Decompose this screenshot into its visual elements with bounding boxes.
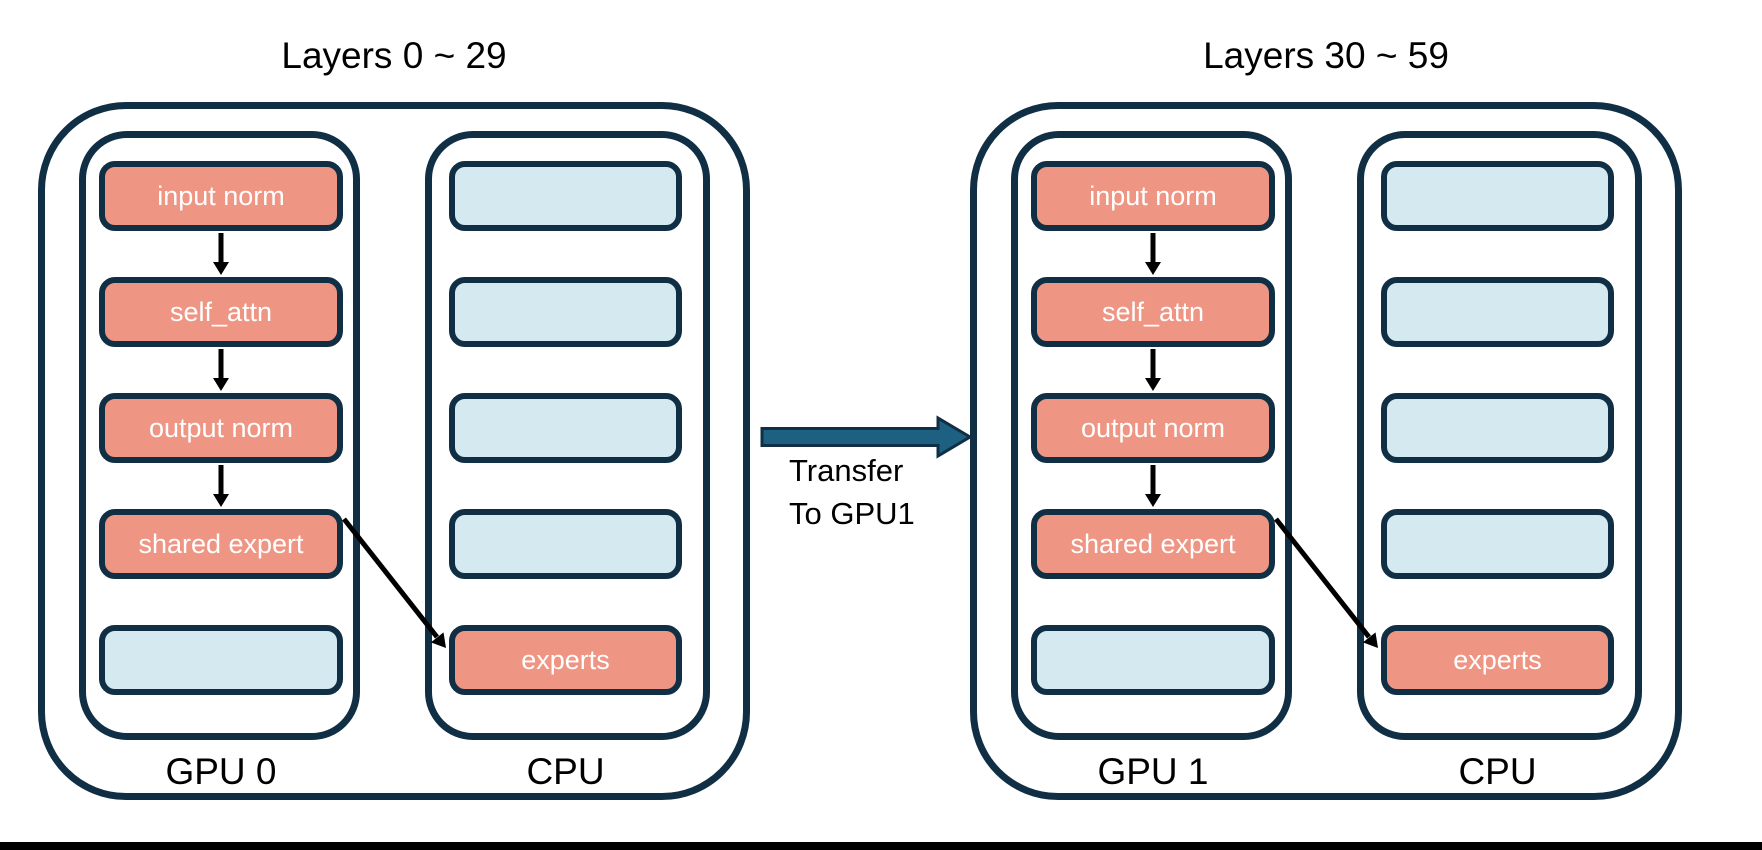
bottom-edge-bar bbox=[0, 842, 1762, 850]
transfer-label-line2: To GPU1 bbox=[789, 496, 915, 531]
cpu0-box-experts: experts bbox=[449, 625, 682, 695]
gpu0-box-input-norm: input norm bbox=[99, 161, 343, 231]
gpu0-empty-slot bbox=[99, 625, 343, 695]
cpu0-empty-slot-1 bbox=[449, 161, 682, 231]
cpu1-empty-slot-2 bbox=[1381, 277, 1614, 347]
gpu0-box-shared-expert: shared expert bbox=[99, 509, 343, 579]
group-layers-30-59: input norm self_attn output norm shared … bbox=[970, 102, 1682, 800]
gpu0-box-output-norm: output norm bbox=[99, 393, 343, 463]
label-cpu1: CPU bbox=[1458, 751, 1537, 792]
transfer-label: Transfer To GPU1 bbox=[789, 449, 915, 535]
cpu1-empty-slot-3 bbox=[1381, 393, 1614, 463]
gpu0-box-self-attn: self_attn bbox=[99, 277, 343, 347]
cpu0-empty-slot-2 bbox=[449, 277, 682, 347]
title-layers-0-29: Layers 0 ~ 29 bbox=[281, 35, 507, 76]
title-layers-30-59: Layers 30 ~ 59 bbox=[1203, 35, 1449, 76]
cpu1-box-experts: experts bbox=[1381, 625, 1614, 695]
gpu1-box-output-norm: output norm bbox=[1031, 393, 1275, 463]
gpu1-box-input-norm: input norm bbox=[1031, 161, 1275, 231]
label-gpu1: GPU 1 bbox=[1097, 751, 1209, 792]
gpu1-empty-slot bbox=[1031, 625, 1275, 695]
gpu1-box-self-attn: self_attn bbox=[1031, 277, 1275, 347]
gpu1-box-shared-expert: shared expert bbox=[1031, 509, 1275, 579]
label-gpu0: GPU 0 bbox=[165, 751, 277, 792]
group-layers-0-29: input norm self_attn output norm shared … bbox=[38, 102, 750, 800]
transfer-label-line1: Transfer bbox=[789, 453, 904, 488]
cpu0-empty-slot-4 bbox=[449, 509, 682, 579]
cpu1-empty-slot-1 bbox=[1381, 161, 1614, 231]
cpu0-empty-slot-3 bbox=[449, 393, 682, 463]
cpu1-empty-slot-4 bbox=[1381, 509, 1614, 579]
label-cpu0: CPU bbox=[526, 751, 605, 792]
